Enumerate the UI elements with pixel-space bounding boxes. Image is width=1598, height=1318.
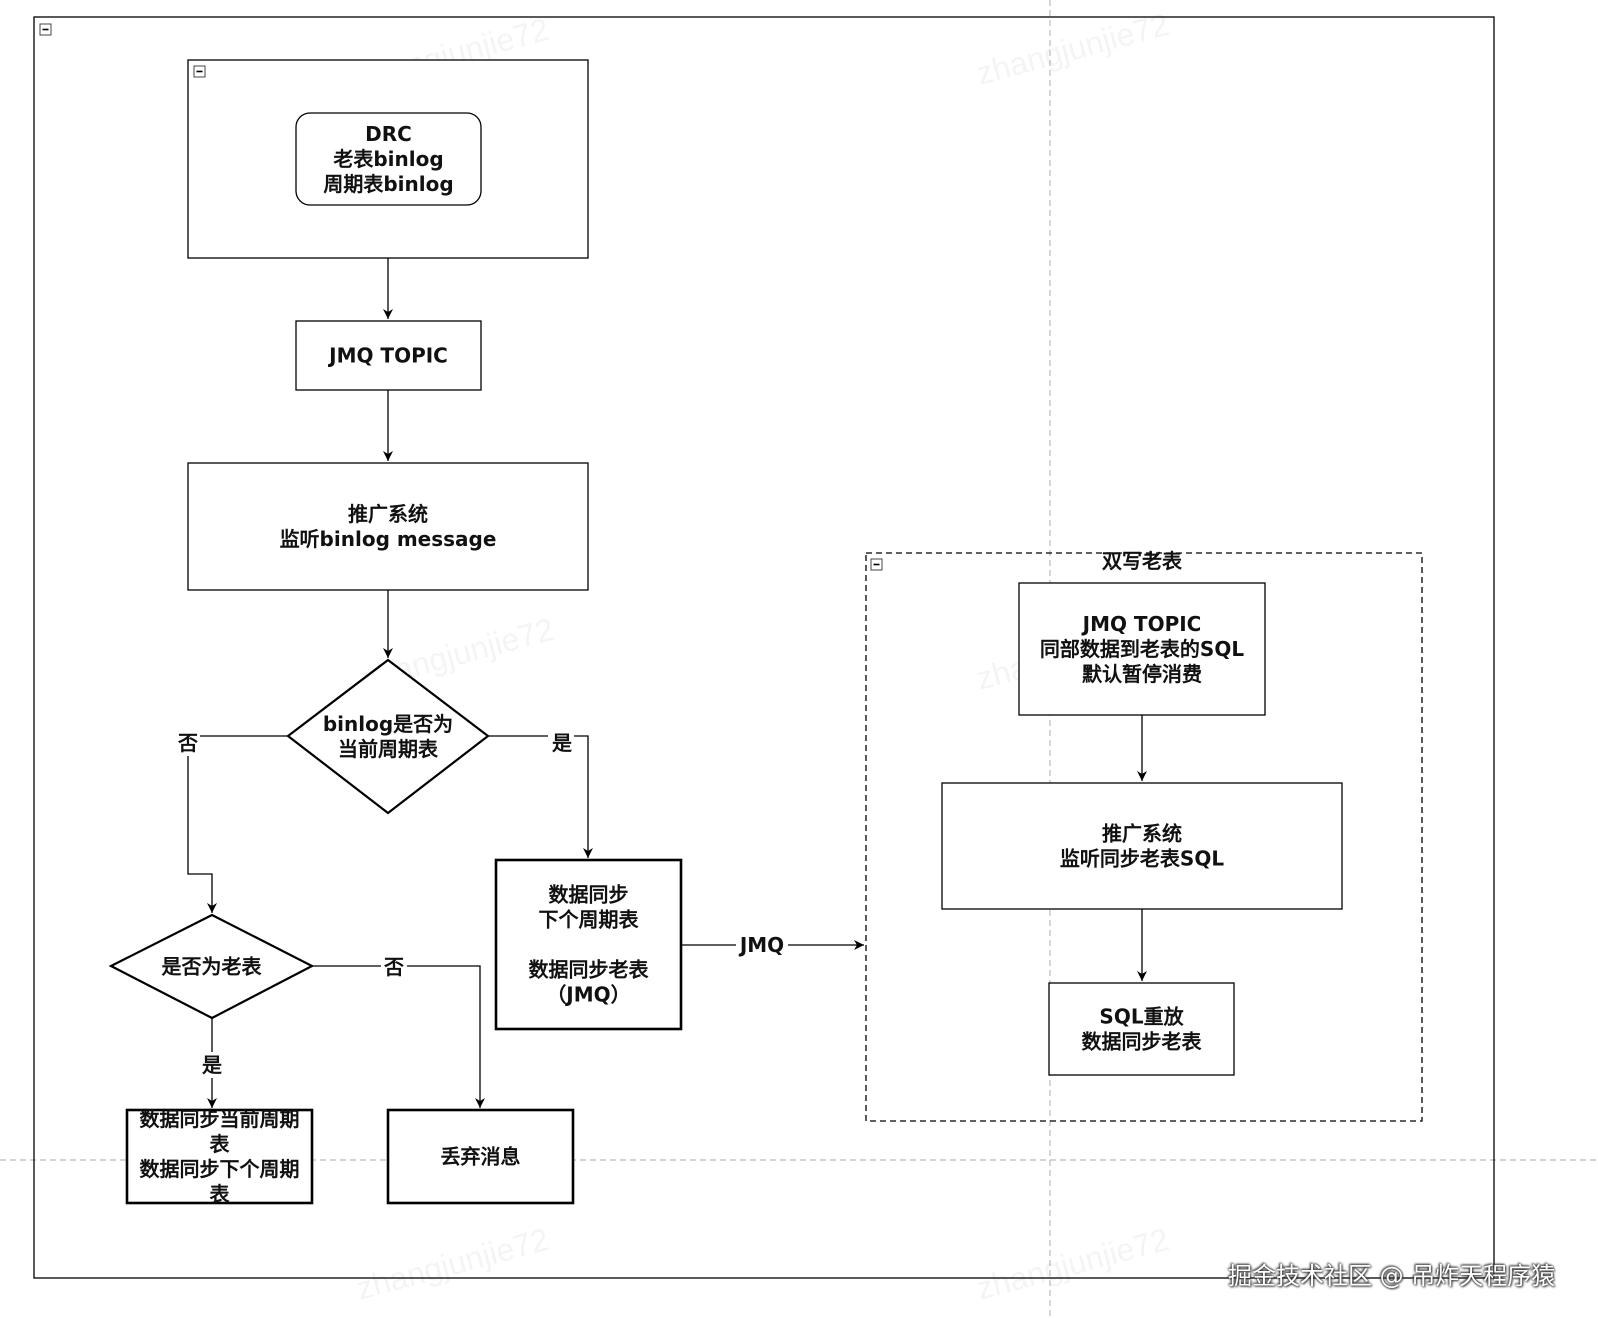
edge-label-jmq: JMQ [738,933,784,957]
node-promo-listen-sql-label: 推广系统监听同步老表SQL [1060,822,1224,871]
node-promo-listen-binlog-label: 推广系统监听binlog message [280,502,497,551]
decision-is-current-period[interactable]: binlog是否为当前周期表 [286,658,490,815]
edge-decision-no-to-old [187,735,288,913]
label-line: SQL重放 [1099,1005,1184,1029]
label-line: 监听同步老表SQL [1060,847,1224,871]
edge-label-yes: 是 [201,1053,222,1077]
watermark: zhangjunjie72 [972,6,1172,92]
label-line: 当前周期表 [338,737,439,761]
label-line: DRC [365,122,412,146]
label-line: 下个周期表 [539,908,640,932]
label-line: 丢弃消息 [441,1145,521,1169]
node-discard-message-label: 丢弃消息 [441,1145,521,1169]
label-line: 老表binlog [333,147,443,171]
label-line: 数据同步老表 [529,958,650,982]
label-line: 同部数据到老表的SQL [1040,637,1244,661]
node-jmq-topic-label: JMQ TOPIC [327,344,448,368]
credit-watermark: 掘金技术社区 @ 吊炸天程序猿 [1228,1262,1556,1290]
decision-is-old-table[interactable]: 是否为老表 [108,913,315,1020]
edge-label-yes: 是 [551,731,572,755]
node-sync-current-next[interactable]: 数据同步当前周期表数据同步下个周期表 [125,1107,314,1206]
collapse-icon[interactable] [39,23,52,36]
node-sql-replay-label: SQL重放数据同步老表 [1082,1005,1203,1054]
decision-is-current-period-label: binlog是否为当前周期表 [323,712,453,761]
label-line: （JMQ） [546,983,630,1007]
watermark: zhangjunjie72 [352,1221,552,1307]
label-line: 是否为老表 [161,955,263,979]
label-line: 数据同步下个周期 [140,1157,300,1181]
watermark: zhangjunjie72 [972,1221,1172,1307]
label-line: 推广系统 [1102,822,1182,846]
node-sql-replay[interactable]: SQL重放数据同步老表 [1048,982,1235,1076]
node-jmq-topic[interactable]: JMQ TOPIC [295,320,482,391]
label-line: 监听binlog message [280,527,497,551]
group-title: 双写老表 [1102,549,1183,573]
label-line: JMQ TOPIC [1081,612,1202,636]
label-line: 周期表binlog [323,172,453,196]
node-sync-next-period[interactable]: 数据同步下个周期表数据同步老表（JMQ） [494,858,683,1031]
edge-decision-yes-to-sync [488,735,593,858]
edge-labels: 否 是 JMQ 否 是 [174,730,788,1078]
collapse-icon[interactable] [870,558,883,571]
decision-is-old-table-label: 是否为老表 [161,955,263,979]
node-discard-message[interactable]: 丢弃消息 [386,1108,575,1205]
label-line: JMQ TOPIC [327,344,448,368]
edge-label-no: 否 [177,731,198,755]
node-promo-listen-sql[interactable]: 推广系统监听同步老表SQL [941,782,1343,910]
outer-container [33,16,1495,1279]
label-line: 表 [210,1132,231,1156]
label-line: 推广系统 [348,502,428,526]
label-line: 数据同步当前周期 [140,1107,300,1131]
label-line: 默认暂停消费 [1082,662,1202,686]
node-sync-next-period-label: 数据同步下个周期表数据同步老表（JMQ） [529,883,650,1007]
double-write-group: 双写老表 [865,549,1423,1122]
node-promo-listen-binlog[interactable]: 推广系统监听binlog message [187,462,589,591]
node-sync-current-next-label: 数据同步当前周期表数据同步下个周期表 [140,1107,300,1206]
edge-label-no: 否 [383,955,404,979]
label-line: 数据同步 [549,883,629,907]
edge-old-no-to-discard [312,965,485,1108]
label-line: 数据同步老表 [1082,1030,1203,1054]
label-line: binlog是否为 [323,712,453,736]
label-line: 表 [210,1182,231,1206]
collapse-icon[interactable] [193,65,206,78]
